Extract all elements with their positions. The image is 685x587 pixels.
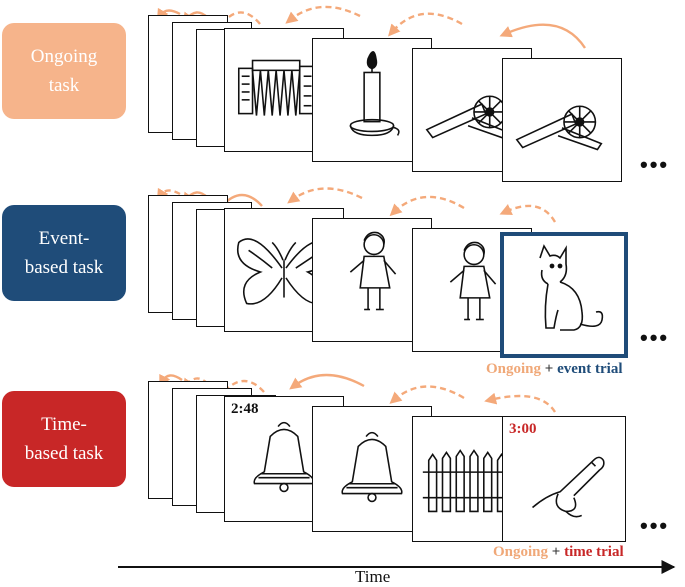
caption-plus: + [541, 361, 558, 377]
caption-plus: + [548, 544, 565, 560]
time-based-task-label: Time- based task [2, 391, 126, 487]
continuation-ellipsis: ••• [640, 152, 670, 177]
doll-icon [449, 241, 497, 321]
clock-display-target: 3:00 [509, 421, 537, 437]
candle-icon [349, 51, 400, 137]
card-cat-event-trial [500, 232, 628, 358]
event-based-task-label: Event- based task [2, 205, 126, 301]
cat-icon [539, 244, 604, 331]
cannon-icon [515, 105, 603, 151]
transition-arrow [499, 23, 587, 49]
card-cannon [502, 58, 622, 182]
caption-event-trial: event trial [557, 361, 623, 377]
bell-icon [341, 431, 403, 503]
transition-arrow [156, 7, 181, 22]
caption-ongoing: Ongoing [493, 544, 549, 560]
doll-icon [349, 231, 397, 311]
time-task-text: Time- based task [24, 414, 104, 464]
fence-icon [422, 449, 512, 513]
hand-icon [532, 456, 605, 518]
transition-arrow [159, 373, 183, 388]
time-axis-label: Time [355, 567, 391, 586]
clock-display: 2:48 [231, 401, 259, 417]
transition-arrow [156, 187, 181, 202]
transition-arrow [388, 12, 463, 37]
time-trial-caption: Ongoing + time trial [493, 544, 624, 561]
caption-ongoing: Ongoing [486, 361, 542, 377]
transition-arrow [289, 373, 365, 390]
continuation-ellipsis: ••• [640, 513, 670, 538]
ongoing-task-text: Ongoing task [30, 46, 98, 96]
ongoing-task-label: Ongoing task [2, 23, 126, 119]
event-task-text: Event- based task [24, 228, 104, 278]
caption-time-trial: time trial [564, 544, 624, 560]
continuation-ellipsis: ••• [640, 325, 670, 350]
transition-arrow [499, 204, 557, 223]
event-trial-caption: Ongoing + event trial [486, 361, 622, 378]
card-hand-time-trial: 3:00 [502, 416, 626, 542]
transition-arrow [484, 392, 557, 413]
